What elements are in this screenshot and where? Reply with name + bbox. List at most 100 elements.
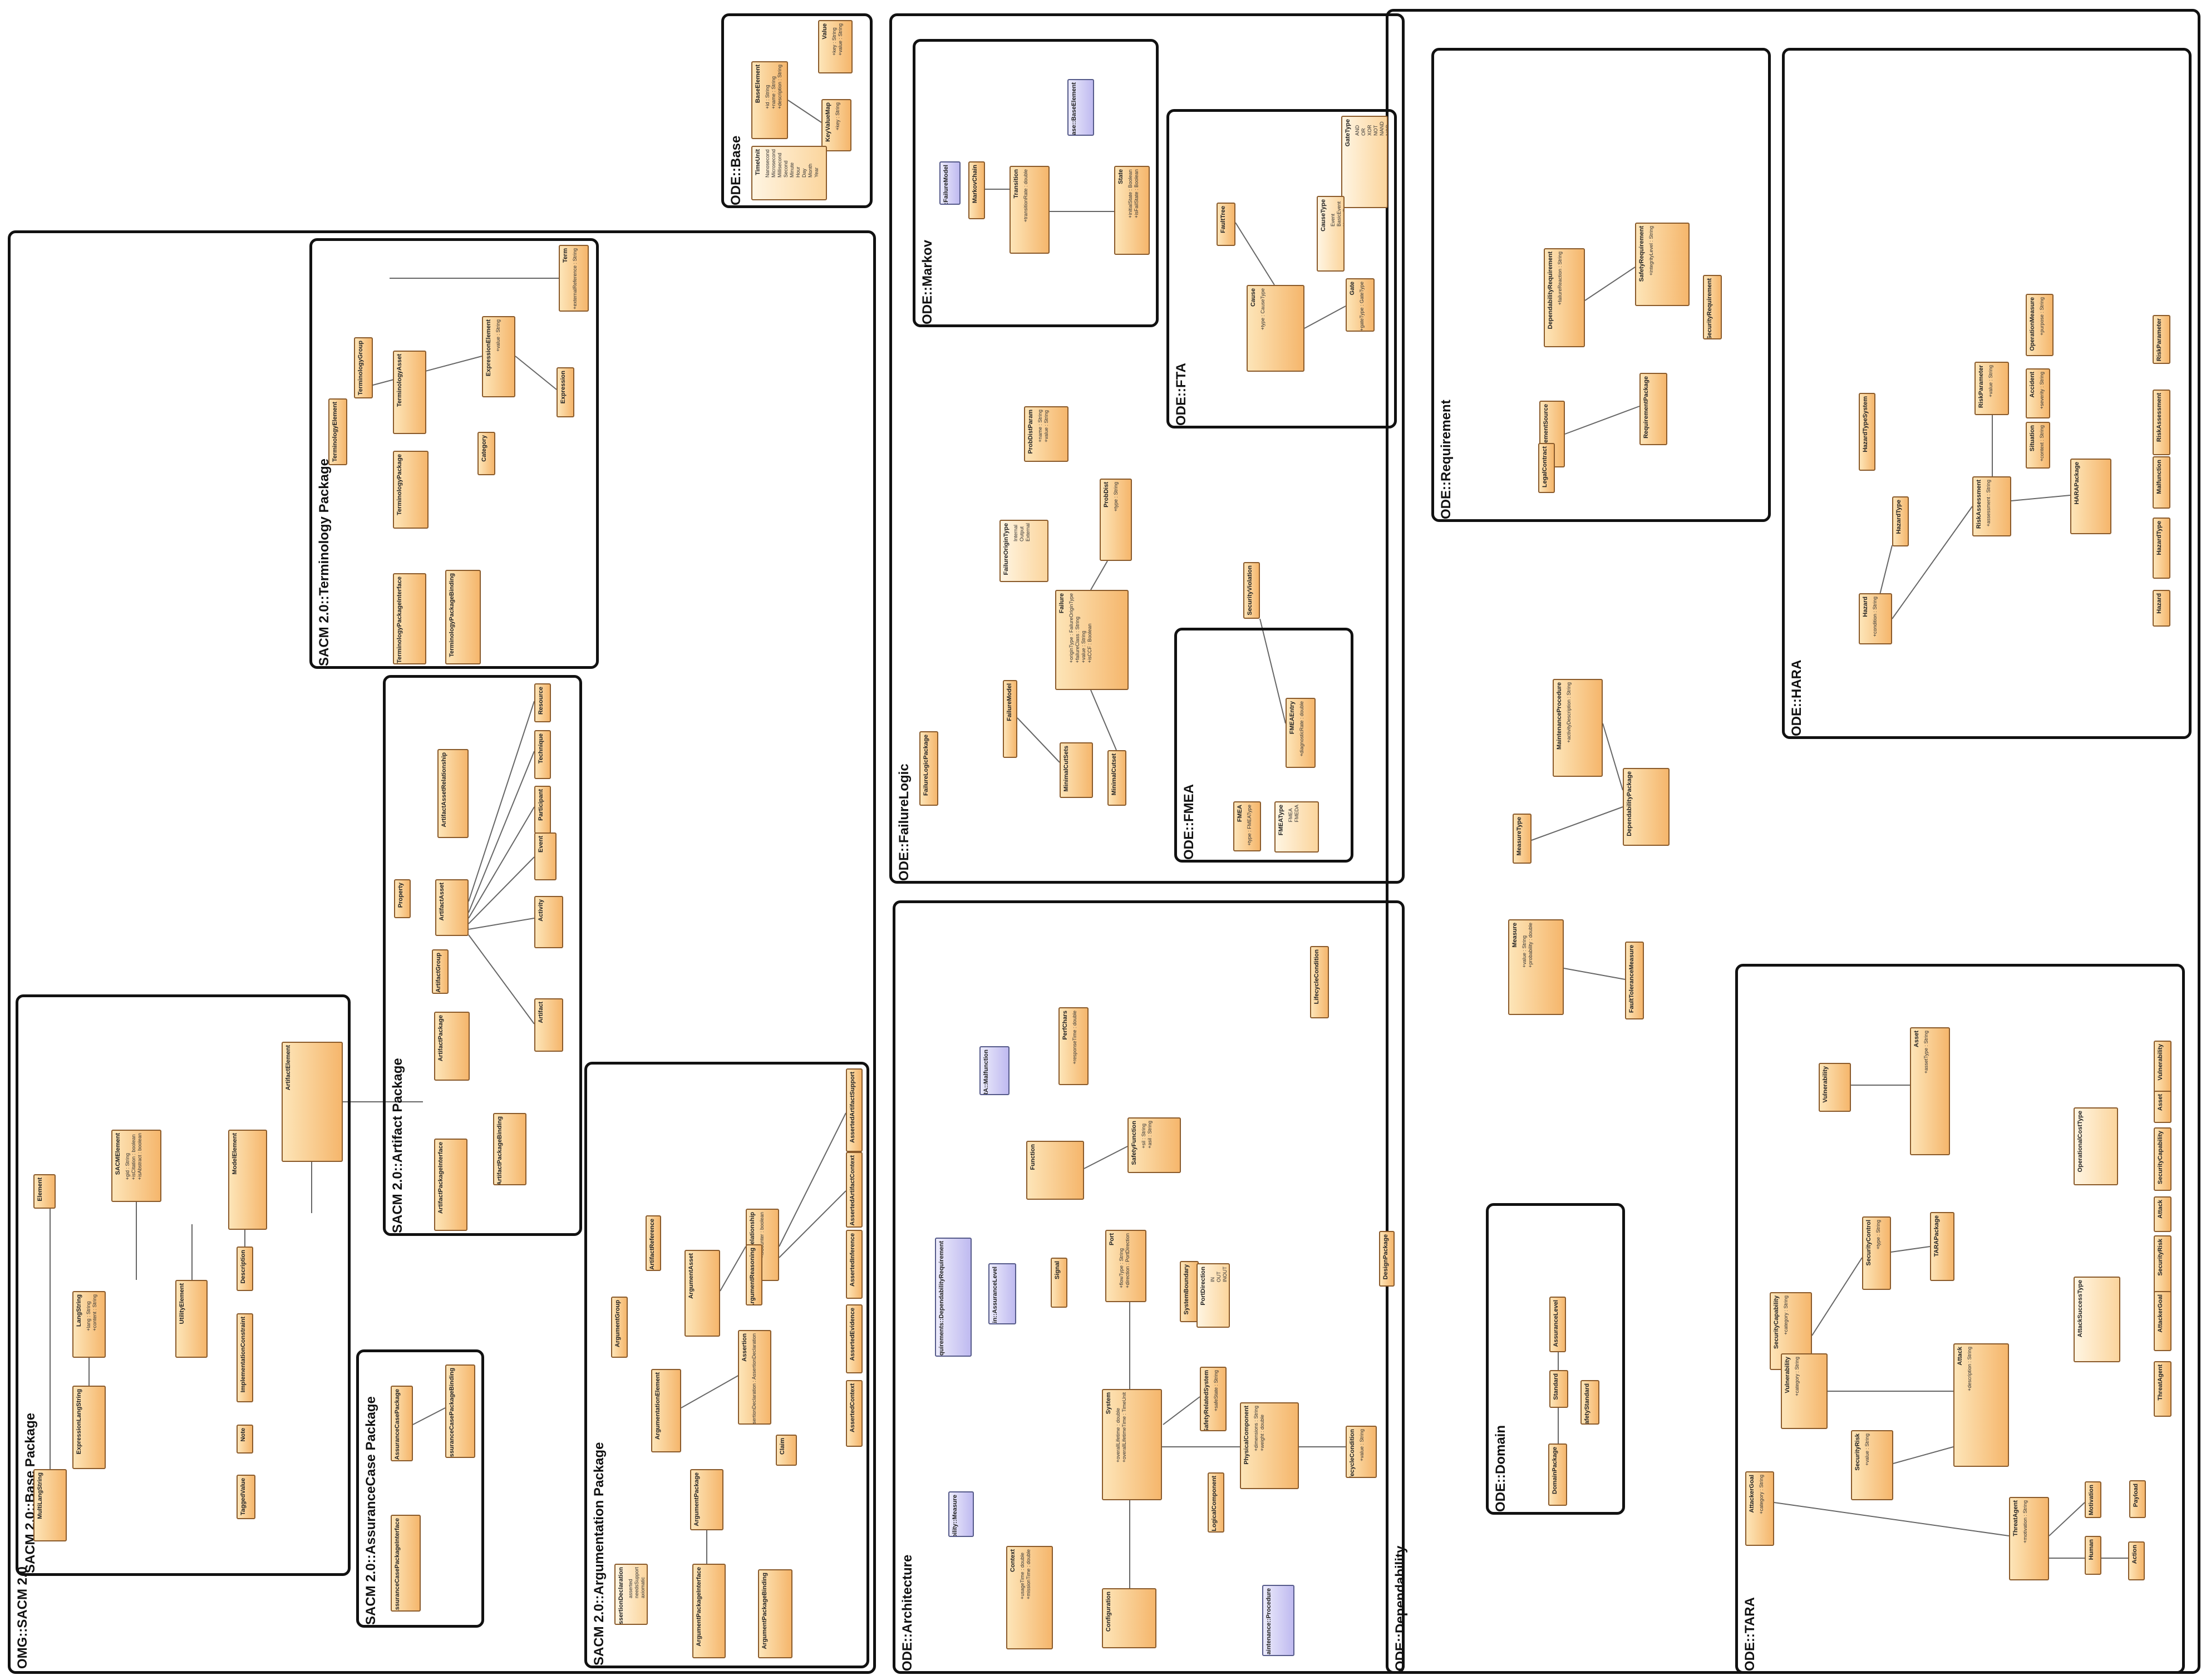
class-terminologypackagebinding[interactable]: TerminologyPackageBinding <box>445 570 481 664</box>
class-term[interactable]: Term+externalReference : String <box>559 245 589 312</box>
class-assertion[interactable]: Assertion+assertionDeclaration : Asserti… <box>738 1330 771 1425</box>
class-markovchain[interactable]: MarkovChain <box>968 161 985 219</box>
class-riskparameter[interactable]: RiskParameter+value : String <box>1974 362 2009 415</box>
class-probdist[interactable]: ProbDist+type : String <box>1100 479 1132 561</box>
class-riskassessment[interactable]: RiskAssessment+assessment : String <box>1972 476 2011 536</box>
class-dependabilityrequirement[interactable]: DependabilityRequirement+failureReaction… <box>1544 248 1585 347</box>
class-assurancecasepackagebinding[interactable]: AssuranceCasePackageBinding <box>445 1364 475 1458</box>
class-assurancecasepackage[interactable]: AssuranceCasePackage <box>391 1386 413 1461</box>
class-hazardtypesystem[interactable]: HazardTypeSystem <box>1859 393 1875 471</box>
class-situation[interactable]: Situation+context : String <box>2026 422 2050 469</box>
class-minimalcutset[interactable]: MinimalCutset <box>1107 750 1126 806</box>
class-terminologyasset[interactable]: TerminologyAsset <box>393 351 426 434</box>
class-terminologyelement[interactable]: TerminologyElement <box>328 398 347 465</box>
class-legalcontract[interactable]: LegalContract <box>1538 443 1555 493</box>
class-fmeaentry[interactable]: FMEAEntry+diagnosticRate : double <box>1286 698 1316 768</box>
class-requirementpackage[interactable]: RequirementPackage <box>1639 373 1667 445</box>
class-probdistparam[interactable]: ProbDistParam+name : String +value : Str… <box>1024 406 1068 462</box>
class-utilityelement[interactable]: UtilityElement <box>175 1280 208 1358</box>
class-faulttolerancemeasure[interactable]: FaultToleranceMeasure <box>1625 942 1644 1019</box>
class-vulnerability[interactable]: Vulnerability+category : String <box>1781 1353 1828 1429</box>
class-argumentpackagebinding[interactable]: ArgumentPackageBinding <box>758 1569 792 1658</box>
class-riskassessment-right[interactable]: RiskAssessment <box>2153 390 2170 455</box>
class-claim[interactable]: Claim <box>776 1435 797 1466</box>
class-securityrisk-right[interactable]: SecurityRisk <box>2154 1235 2171 1297</box>
class-expressionelement[interactable]: ExpressionElement+value : String <box>482 316 515 397</box>
class-malfunction-right[interactable]: Malfunction <box>2153 456 2170 509</box>
class-property[interactable]: Property <box>394 879 411 918</box>
class-system[interactable]: System+overallLifetime : double +overall… <box>1102 1389 1162 1500</box>
class-baseelement[interactable]: BaseElement+id : String +name : String +… <box>751 61 788 139</box>
class-value[interactable]: Value+key : String +value : String <box>818 20 853 73</box>
class-human[interactable]: Human <box>2085 1536 2101 1575</box>
class-domainpackage[interactable]: DomainPackage <box>1548 1443 1567 1506</box>
class-port[interactable]: Port+flowType : String +direction : Port… <box>1105 1230 1146 1302</box>
class-cause[interactable]: Cause+type : CauseType <box>1247 285 1304 372</box>
class-gate[interactable]: Gate+gateType : GateType <box>1346 278 1375 332</box>
class-taggedvalue[interactable]: TaggedValue <box>237 1475 255 1519</box>
class-hazard[interactable]: Hazard+condition : String <box>1859 593 1892 644</box>
class-hazard-right[interactable]: Hazard <box>2153 590 2170 627</box>
class-implementationconstraint[interactable]: ImplementationConstraint <box>237 1313 253 1402</box>
class-terminologypackageinterface[interactable]: TerminologyPackageInterface <box>393 573 426 664</box>
class-fmea[interactable]: FMEA+type : FMEAType <box>1233 801 1261 851</box>
class-hazardtype-right[interactable]: HazardType <box>2153 518 2170 579</box>
class-signal[interactable]: Signal <box>1051 1258 1067 1308</box>
class-artifactassetrelationship[interactable]: ArtifactAssetRelationship <box>437 749 469 838</box>
class-argumentationelement[interactable]: ArgumentationElement <box>651 1369 681 1452</box>
class-assurancecasepackageinterface[interactable]: AssuranceCasePackageInterface <box>391 1515 421 1612</box>
class-attack[interactable]: Attack+description : String <box>1953 1343 2009 1467</box>
class-artifactasset[interactable]: ArtifactAsset <box>435 879 469 936</box>
class-vulnerability-right[interactable]: Vulnerability <box>2154 1041 2171 1095</box>
class-faulttree[interactable]: FaultTree <box>1217 203 1235 246</box>
class-configuration[interactable]: Configuration <box>1102 1588 1156 1648</box>
class-maintenanceprocedure[interactable]: MaintenanceProcedure+activityDescription… <box>1553 679 1603 777</box>
class-standard[interactable]: Standard <box>1549 1370 1568 1408</box>
class-operationmeasure[interactable]: OperationMeasure+purpose : String <box>2026 294 2054 356</box>
class-ext-assurancelevel[interactable]: Dependability::Domain::AssuranceLevel <box>988 1263 1016 1324</box>
class-operationalcosttype[interactable]: OperationalCostType <box>2074 1107 2118 1185</box>
class-ext-dependabilityrequirement[interactable]: Dependability::Requirements::Dependabili… <box>935 1238 972 1357</box>
class-motivation[interactable]: Motivation <box>2085 1481 2101 1518</box>
class-ext-maintenanceprocedure[interactable]: Dependability::Maintenance::Procedure <box>1262 1585 1294 1656</box>
class-measuretype[interactable]: MeasureType <box>1513 814 1532 864</box>
class-description[interactable]: Description <box>237 1247 253 1291</box>
class-failurelogicpackage[interactable]: FailureLogicPackage <box>919 731 938 806</box>
class-asset-right[interactable]: Asset <box>2154 1091 2171 1123</box>
class-safetyrequirement[interactable]: SafetyRequirement+integrityLevel : Strin… <box>1635 223 1690 306</box>
class-argumentpackageinterface[interactable]: ArgumentPackageInterface <box>692 1564 726 1658</box>
class-note[interactable]: Note <box>237 1425 253 1454</box>
class-assertedartifactcontext[interactable]: AssertedArtifactContext <box>846 1152 863 1228</box>
class-action[interactable]: Action <box>2128 1541 2145 1580</box>
class-argumentpackage[interactable]: ArgumentPackage <box>690 1469 723 1530</box>
class-base-baseelement[interactable]: Base::BaseElement <box>1067 79 1094 136</box>
class-securitycapability-right[interactable]: SecurityCapability <box>2154 1127 2171 1191</box>
class-payload[interactable]: Payload <box>2129 1480 2146 1518</box>
class-logicalcomponent[interactable]: LogicalComponent <box>1208 1472 1224 1533</box>
class-lifecyclecondition-top[interactable]: LifecycleCondition <box>1310 946 1329 1018</box>
class-securityrisk[interactable]: SecurityRisk+value : String <box>1851 1430 1893 1500</box>
class-transition[interactable]: Transition+transitionRate : double <box>1010 166 1050 254</box>
class-argumentgroup[interactable]: ArgumentGroup <box>611 1297 628 1358</box>
class-designpackage[interactable]: DesignPackage <box>1379 1231 1395 1287</box>
class-safetyrelatedsystem[interactable]: SafetyRelatedSystem+safeState : String <box>1200 1367 1227 1431</box>
class-terminologygroup[interactable]: TerminologyGroup <box>354 337 373 398</box>
class-activity[interactable]: Activity <box>534 896 563 948</box>
class-assertedcontext[interactable]: AssertedContext <box>846 1380 863 1447</box>
class-attackergoal[interactable]: AttackerGoal+category : String <box>1745 1471 1774 1546</box>
class-securityviolation[interactable]: SecurityViolation <box>1243 562 1260 619</box>
class-function[interactable]: Function <box>1026 1141 1084 1200</box>
class-expressionlangstring[interactable]: ExpressionLangString <box>72 1386 106 1469</box>
class-failuremodel[interactable]: FailureModel <box>1003 680 1017 758</box>
class-tarapackage[interactable]: TARAPackage <box>1930 1212 1954 1281</box>
class-artifactpackage[interactable]: ArtifactPackage <box>434 1012 470 1081</box>
class-category[interactable]: Category <box>477 432 495 475</box>
class-ext-malfunction[interactable]: Dependability::HARA::Malfunction <box>979 1046 1010 1095</box>
class-artifactreference[interactable]: ArtifactReference <box>646 1215 661 1271</box>
class-minimalcutsets[interactable]: MinimalCutSets <box>1060 742 1093 798</box>
class-failurelogic-failuremodel[interactable]: FailureLogic::FailureModel <box>939 161 961 205</box>
